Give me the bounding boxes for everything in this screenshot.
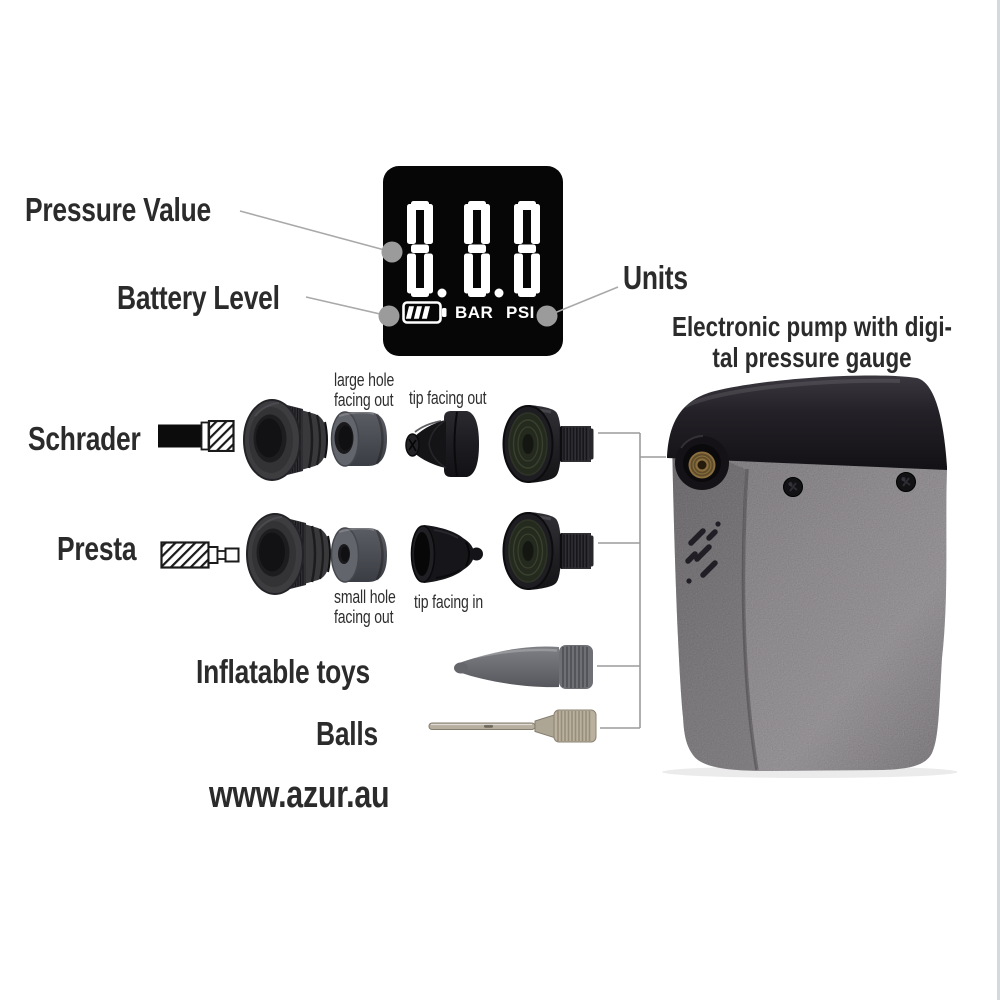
inflatable-toys-nozzle (445, 642, 597, 692)
note-tip-facing-out: tip facing out (409, 388, 487, 408)
metal-threaded-adapter (501, 403, 599, 485)
schrader-valve-icon (157, 420, 235, 452)
presta-label: Presta (57, 530, 137, 567)
callout-line-battery (305, 296, 390, 317)
schrader-label: Schrader (28, 420, 141, 457)
pump-top-cap (667, 375, 947, 470)
pump-caption-line2: tal pressure gauge (712, 342, 912, 374)
electronic-pump (645, 366, 957, 778)
pressure-value-label: Pressure Value (25, 191, 211, 228)
decimal-point (437, 288, 447, 298)
decimal-point (494, 288, 504, 298)
ball-needle (426, 705, 600, 747)
unit-psi-label: PSI (506, 303, 535, 322)
note-large-hole: large hole facing out (334, 370, 395, 411)
note-tip-facing-in: tip facing in (414, 592, 484, 612)
note-small-hole: small hole facing out (334, 587, 396, 628)
inflatable-toys-label: Inflatable toys (196, 653, 370, 690)
cone-adapter-tip-out (401, 406, 483, 482)
pump-left-face-shade (672, 437, 757, 771)
pump-screw (896, 472, 916, 492)
pump-front-edge (741, 468, 759, 771)
knurled-cap-adapter (246, 510, 334, 598)
pressure-display-graphic: BAR PSI (383, 166, 563, 356)
unit-bar-label: BAR (455, 303, 493, 322)
metal-threaded-adapter (501, 510, 599, 592)
cylinder-adapter-small-hole (330, 526, 392, 584)
cap-sheen (684, 378, 901, 408)
cylinder-adapter-large-hole (330, 410, 392, 468)
pump-screw (783, 477, 803, 497)
pump-vent-slots (685, 521, 721, 584)
pump-port (675, 435, 729, 490)
presta-valve-icon (160, 537, 250, 573)
pressure-display: 8.8.8 (383, 166, 563, 356)
balls-label: Balls (316, 715, 378, 752)
cone-adapter-tip-in (408, 522, 484, 586)
pump-caption-line1: Electronic pump with digi- (672, 311, 952, 342)
pump-texture (672, 437, 947, 771)
knurled-cap-adapter (243, 396, 331, 484)
seven-segment-digits (407, 201, 540, 298)
units-label: Units (623, 259, 688, 296)
pump-caption: Electronic pump with digi- tal pressure … (648, 311, 976, 374)
website-url: www.azur.au (209, 774, 390, 816)
battery-icon (402, 301, 447, 324)
battery-level-label: Battery Level (117, 279, 280, 316)
page-edge-line (997, 0, 1000, 1000)
callout-line-pressure (239, 210, 393, 253)
